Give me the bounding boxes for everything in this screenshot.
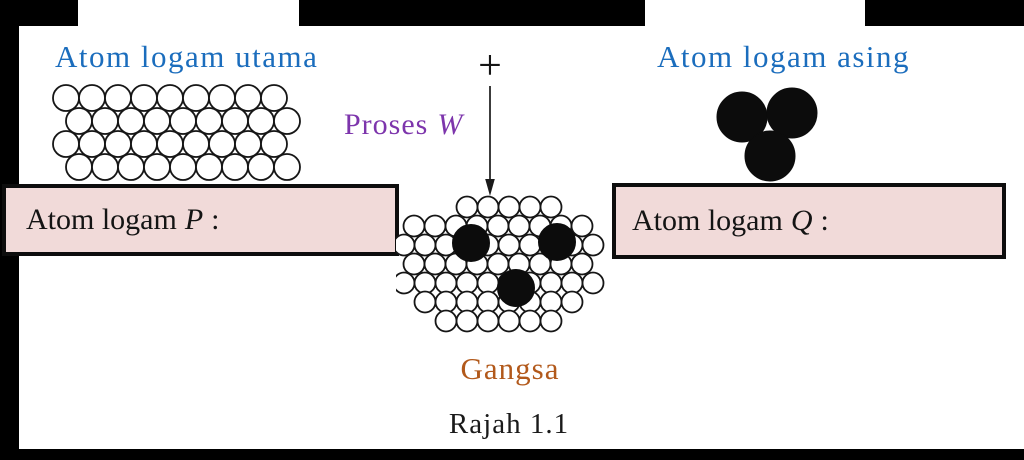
page-edge-top — [0, 0, 1024, 26]
box-p-colon: : — [211, 203, 220, 236]
white-atom-row — [52, 84, 288, 112]
process-label-text: Proses — [344, 108, 429, 141]
box-q-symbol: Q — [790, 204, 813, 237]
process-symbol: W — [437, 108, 464, 141]
box-p-symbol: P — [184, 203, 204, 236]
alloy-cluster — [396, 195, 605, 333]
alloy-black-atoms — [452, 223, 576, 307]
main-metal-lattice — [52, 84, 301, 181]
white-atom-row — [52, 130, 288, 158]
down-arrow-icon — [485, 86, 495, 196]
white-atom-row — [65, 107, 301, 135]
page-edge-top-gap-left — [78, 0, 299, 26]
page-edge-bottom — [0, 449, 1024, 460]
main-metal-label: Atom logam utama — [55, 39, 319, 74]
product-label: Gangsa — [460, 351, 560, 386]
foreign-metal-label: Atom logam asing — [657, 39, 911, 74]
box-q-label: Atom logam — [632, 204, 783, 237]
alloy-white-atoms — [396, 195, 605, 333]
page-edge-top-gap-right — [645, 0, 865, 26]
foreign-metal-cluster — [716, 87, 818, 182]
plus-sign: + — [478, 43, 502, 89]
box-q-colon: : — [820, 204, 829, 237]
figure-caption: Rajah 1.1 — [448, 408, 570, 440]
box-p-label: Atom logam — [26, 203, 177, 236]
white-atom-row — [65, 153, 301, 181]
